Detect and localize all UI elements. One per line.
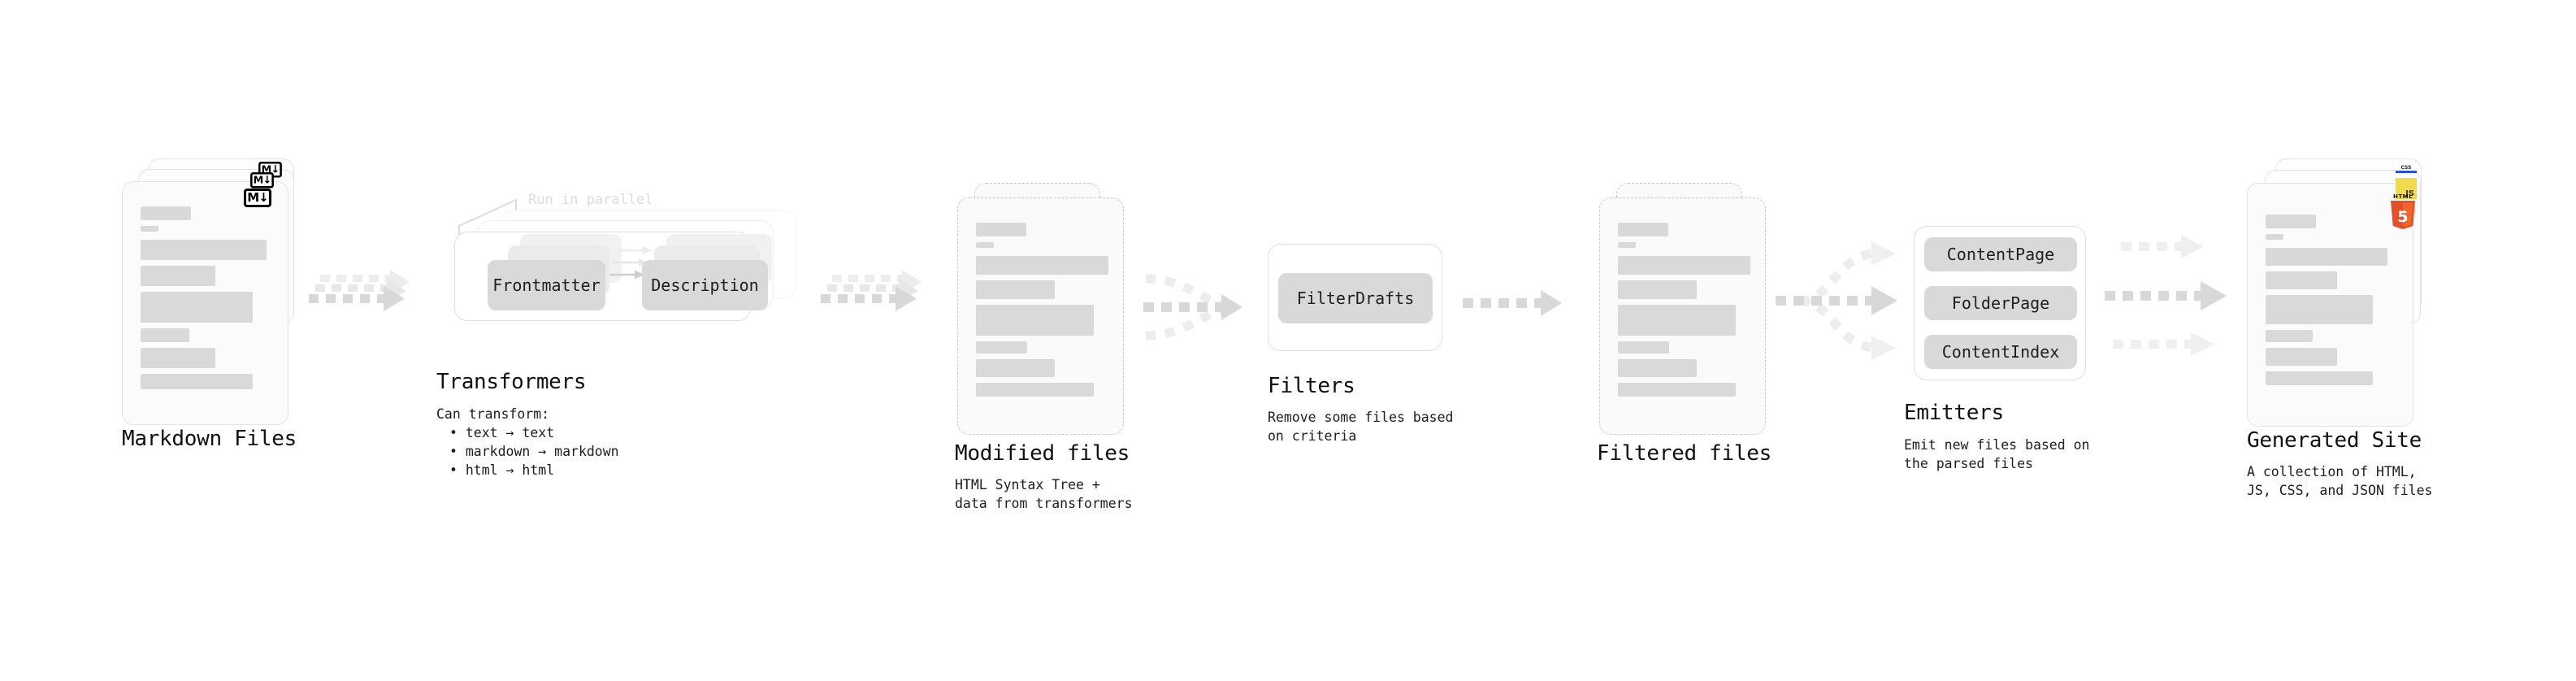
- skeleton-line: [2266, 371, 2373, 385]
- emitter-pill-folderpage[interactable]: FolderPage: [1924, 286, 2077, 320]
- skeleton-line: [141, 266, 215, 286]
- skeleton-title: [1618, 223, 1668, 236]
- stage-title-generated-site: Generated Site: [2247, 428, 2422, 453]
- skeleton-line: [141, 292, 253, 323]
- skeleton-line: [141, 348, 215, 368]
- connector-filtered-to-emitters: [1776, 241, 1897, 360]
- skeleton-line: [2266, 248, 2387, 266]
- skeleton-line: [976, 359, 1055, 377]
- skeleton-line: [976, 305, 1094, 336]
- skeleton-line: [141, 240, 267, 260]
- skeleton-line: [1618, 383, 1736, 397]
- skeleton-line: [976, 280, 1055, 299]
- stage-markdown-files: M↓ M↓ M↓ Markdown Files: [122, 158, 309, 451]
- emitter-pill-label: FolderPage: [1951, 293, 2050, 313]
- list-item: • text → text: [449, 425, 555, 440]
- stage-title-modified-files: Modified files: [955, 441, 1130, 466]
- doc-card-front: [1599, 197, 1766, 435]
- generated-site-doc-stack: CSS JS HTML 5: [2247, 158, 2442, 427]
- stage-title-filters: Filters: [1268, 374, 1355, 398]
- modified-files-subtitle: HTML Syntax Tree + data from transformer…: [955, 477, 1133, 511]
- skeleton-title: [2266, 215, 2316, 228]
- emitter-pill-contentindex[interactable]: ContentIndex: [1924, 335, 2077, 369]
- skeleton-subtitle: [2266, 234, 2283, 240]
- transformers-stack: Frontmatter Description: [443, 195, 833, 333]
- skeleton-line: [1618, 256, 1750, 275]
- skeleton-title: [976, 223, 1026, 236]
- emitter-pill-label: ContentIndex: [1941, 342, 2060, 362]
- skeleton-line: [1618, 341, 1669, 354]
- skeleton-title: [141, 206, 191, 220]
- skeleton-line: [976, 383, 1094, 397]
- run-in-parallel-label: Run in parallel: [528, 192, 653, 208]
- skeleton-line: [141, 374, 253, 389]
- skeleton-subtitle: [1618, 242, 1636, 248]
- markdown-icon-label: M↓: [253, 173, 272, 186]
- stage-title-markdown-files: Markdown Files: [122, 427, 297, 451]
- modified-doc-stack: [955, 183, 1142, 443]
- stage-title-transformers: Transformers: [436, 370, 587, 394]
- connector-filters-to-filtered: [1463, 290, 1562, 316]
- connector-md-to-transformers: [309, 270, 410, 311]
- stage-emitters: ContentPage FolderPage ContentIndex Emit…: [1904, 226, 2089, 471]
- doc-card-front: [122, 181, 288, 425]
- skeleton-line: [2266, 330, 2313, 342]
- stage-generated-site: CSS JS HTML 5 Generated Site A collectio…: [2247, 158, 2442, 498]
- skeleton-subtitle: [141, 226, 158, 232]
- doc-card-front: [957, 197, 1124, 435]
- stage-filtered-files: Filtered files: [1597, 183, 1784, 466]
- css-icon-bar: [2396, 171, 2417, 173]
- emitter-pill-label: ContentPage: [1946, 245, 2055, 264]
- markdown-icon-label: M↓: [261, 163, 280, 176]
- skeleton-line: [2266, 295, 2373, 324]
- html5-number: 5: [2397, 208, 2408, 226]
- js-icon-label: JS: [2405, 189, 2414, 198]
- transformer-pill-frontmatter[interactable]: Frontmatter: [488, 260, 605, 310]
- skeleton-line: [976, 341, 1027, 354]
- connector-modified-to-filters: [1143, 274, 1242, 340]
- skeleton-line: [2266, 348, 2337, 366]
- transformer-pill-label: Frontmatter: [492, 275, 601, 295]
- stage-filters: FilterDrafts Filters Remove some files b…: [1268, 244, 1453, 444]
- list-item: • markdown → markdown: [449, 444, 619, 459]
- skeleton-line: [141, 328, 189, 342]
- filtered-doc-stack: [1597, 183, 1784, 443]
- skeleton-line: [2266, 271, 2337, 289]
- emitters-subtitle: Emit new files based on the parsed files: [1904, 437, 2090, 471]
- transformers-subtitle: Can transform:: [436, 406, 550, 422]
- stage-transformers: Run in parallel: [436, 192, 833, 478]
- html5-shield: 5: [2391, 201, 2415, 229]
- generated-site-subtitle: A collection of HTML, JS, CSS, and JSON …: [2247, 464, 2433, 498]
- stage-title-filtered-files: Filtered files: [1597, 441, 1772, 466]
- transformers-capability-list: • text → text • markdown → markdown • ht…: [449, 423, 619, 479]
- filter-pill-label: FilterDrafts: [1296, 288, 1415, 308]
- connector-transformers-to-modified: [821, 270, 922, 311]
- markdown-doc-stack: M↓ M↓ M↓: [122, 158, 309, 427]
- doc-card-front: [2247, 183, 2413, 427]
- emitters-box: ContentPage FolderPage ContentIndex: [1914, 226, 2086, 380]
- emitter-pill-contentpage[interactable]: ContentPage: [1924, 237, 2077, 271]
- markdown-icon: M↓: [244, 189, 271, 207]
- html5-icon: HTML 5: [2389, 193, 2417, 229]
- markdown-icon: M↓: [250, 172, 274, 189]
- stage-modified-files: Modified files HTML Syntax Tree + data f…: [955, 183, 1142, 511]
- css-icon: CSS: [2396, 165, 2417, 176]
- connector-emitters-to-site: [2105, 235, 2227, 356]
- transformer-pill-description[interactable]: Description: [642, 260, 768, 310]
- skeleton-line: [976, 256, 1108, 275]
- skeleton-line: [1618, 280, 1697, 299]
- skeleton-line: [1618, 359, 1697, 377]
- markdown-icon-label: M↓: [247, 190, 268, 205]
- filter-pill-filterdrafts[interactable]: FilterDrafts: [1278, 273, 1433, 323]
- html5-icon-label: HTML: [2392, 193, 2413, 200]
- transformer-pill-label: Description: [651, 275, 759, 295]
- filters-box: FilterDrafts: [1268, 244, 1442, 351]
- stage-title-emitters: Emitters: [1904, 401, 2004, 425]
- list-item: • html → html: [449, 462, 555, 478]
- js-icon: JS: [2396, 178, 2417, 199]
- css-icon-label: CSS: [2400, 165, 2412, 171]
- skeleton-subtitle: [976, 242, 994, 248]
- filters-subtitle: Remove some files based on criteria: [1268, 410, 1454, 444]
- skeleton-line: [1618, 305, 1736, 336]
